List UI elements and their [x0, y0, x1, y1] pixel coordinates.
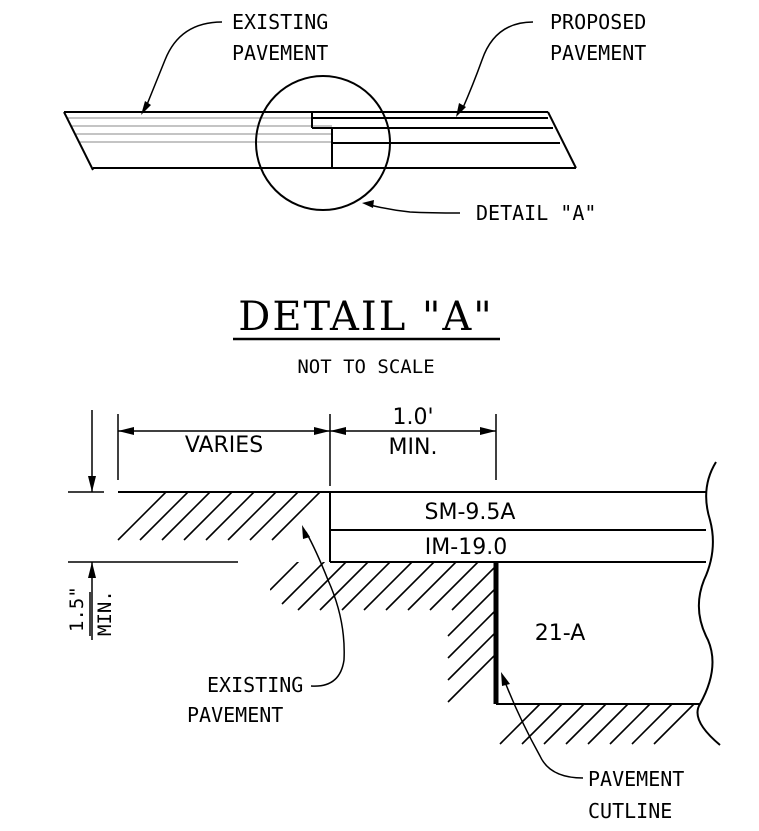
proposed-label-line1: PROPOSED	[550, 10, 646, 34]
existing-leader	[145, 21, 223, 108]
cutline-label-line1: PAVEMENT	[588, 767, 684, 791]
right-break-line	[696, 461, 721, 746]
existing-label-line2: PAVEMENT	[232, 41, 328, 65]
proposed-label-line2: PAVEMENT	[550, 41, 646, 65]
detail-callout-label: DETAIL "A"	[476, 201, 596, 225]
proposed-leader	[461, 21, 534, 111]
existing-pavement-leader	[305, 531, 345, 687]
width-value-label: 1.0'	[392, 405, 433, 430]
detail-leader	[369, 204, 461, 214]
existing-label-line1: EXISTING	[232, 10, 328, 34]
existing-hatch-bottom	[499, 703, 695, 745]
left-break-line	[63, 111, 94, 171]
depth-value-label: 1.5"	[66, 586, 88, 632]
layer-intermediate-label: IM-19.0	[425, 535, 507, 560]
cutline-label-line2: CUTLINE	[588, 799, 672, 823]
right-break-line	[547, 111, 577, 169]
cutline-leader	[504, 681, 584, 779]
existing-hatch-left	[117, 492, 321, 541]
existing-pavement-label-line1: EXISTING	[207, 673, 303, 697]
overview-section: EXISTING PAVEMENT PROPOSED PAVEMENT DETA…	[63, 10, 646, 225]
detail-circle	[255, 75, 391, 211]
layer-base-label: 21-A	[535, 621, 586, 646]
detail-subtitle: NOT TO SCALE	[297, 356, 434, 378]
detail-title: DETAIL "A"	[238, 294, 493, 340]
varies-label: VARIES	[185, 433, 263, 458]
existing-pavement-label-line2: PAVEMENT	[187, 703, 283, 727]
detail-title-block: DETAIL "A" NOT TO SCALE	[233, 294, 500, 378]
width-note-label: MIN.	[389, 435, 438, 460]
depth-note-label: MIN.	[94, 590, 116, 636]
detail-section: VARIES 1.0' MIN. 1.5" MIN. SM-9.5A IM-19…	[66, 405, 721, 823]
layer-surface-label: SM-9.5A	[425, 500, 516, 525]
